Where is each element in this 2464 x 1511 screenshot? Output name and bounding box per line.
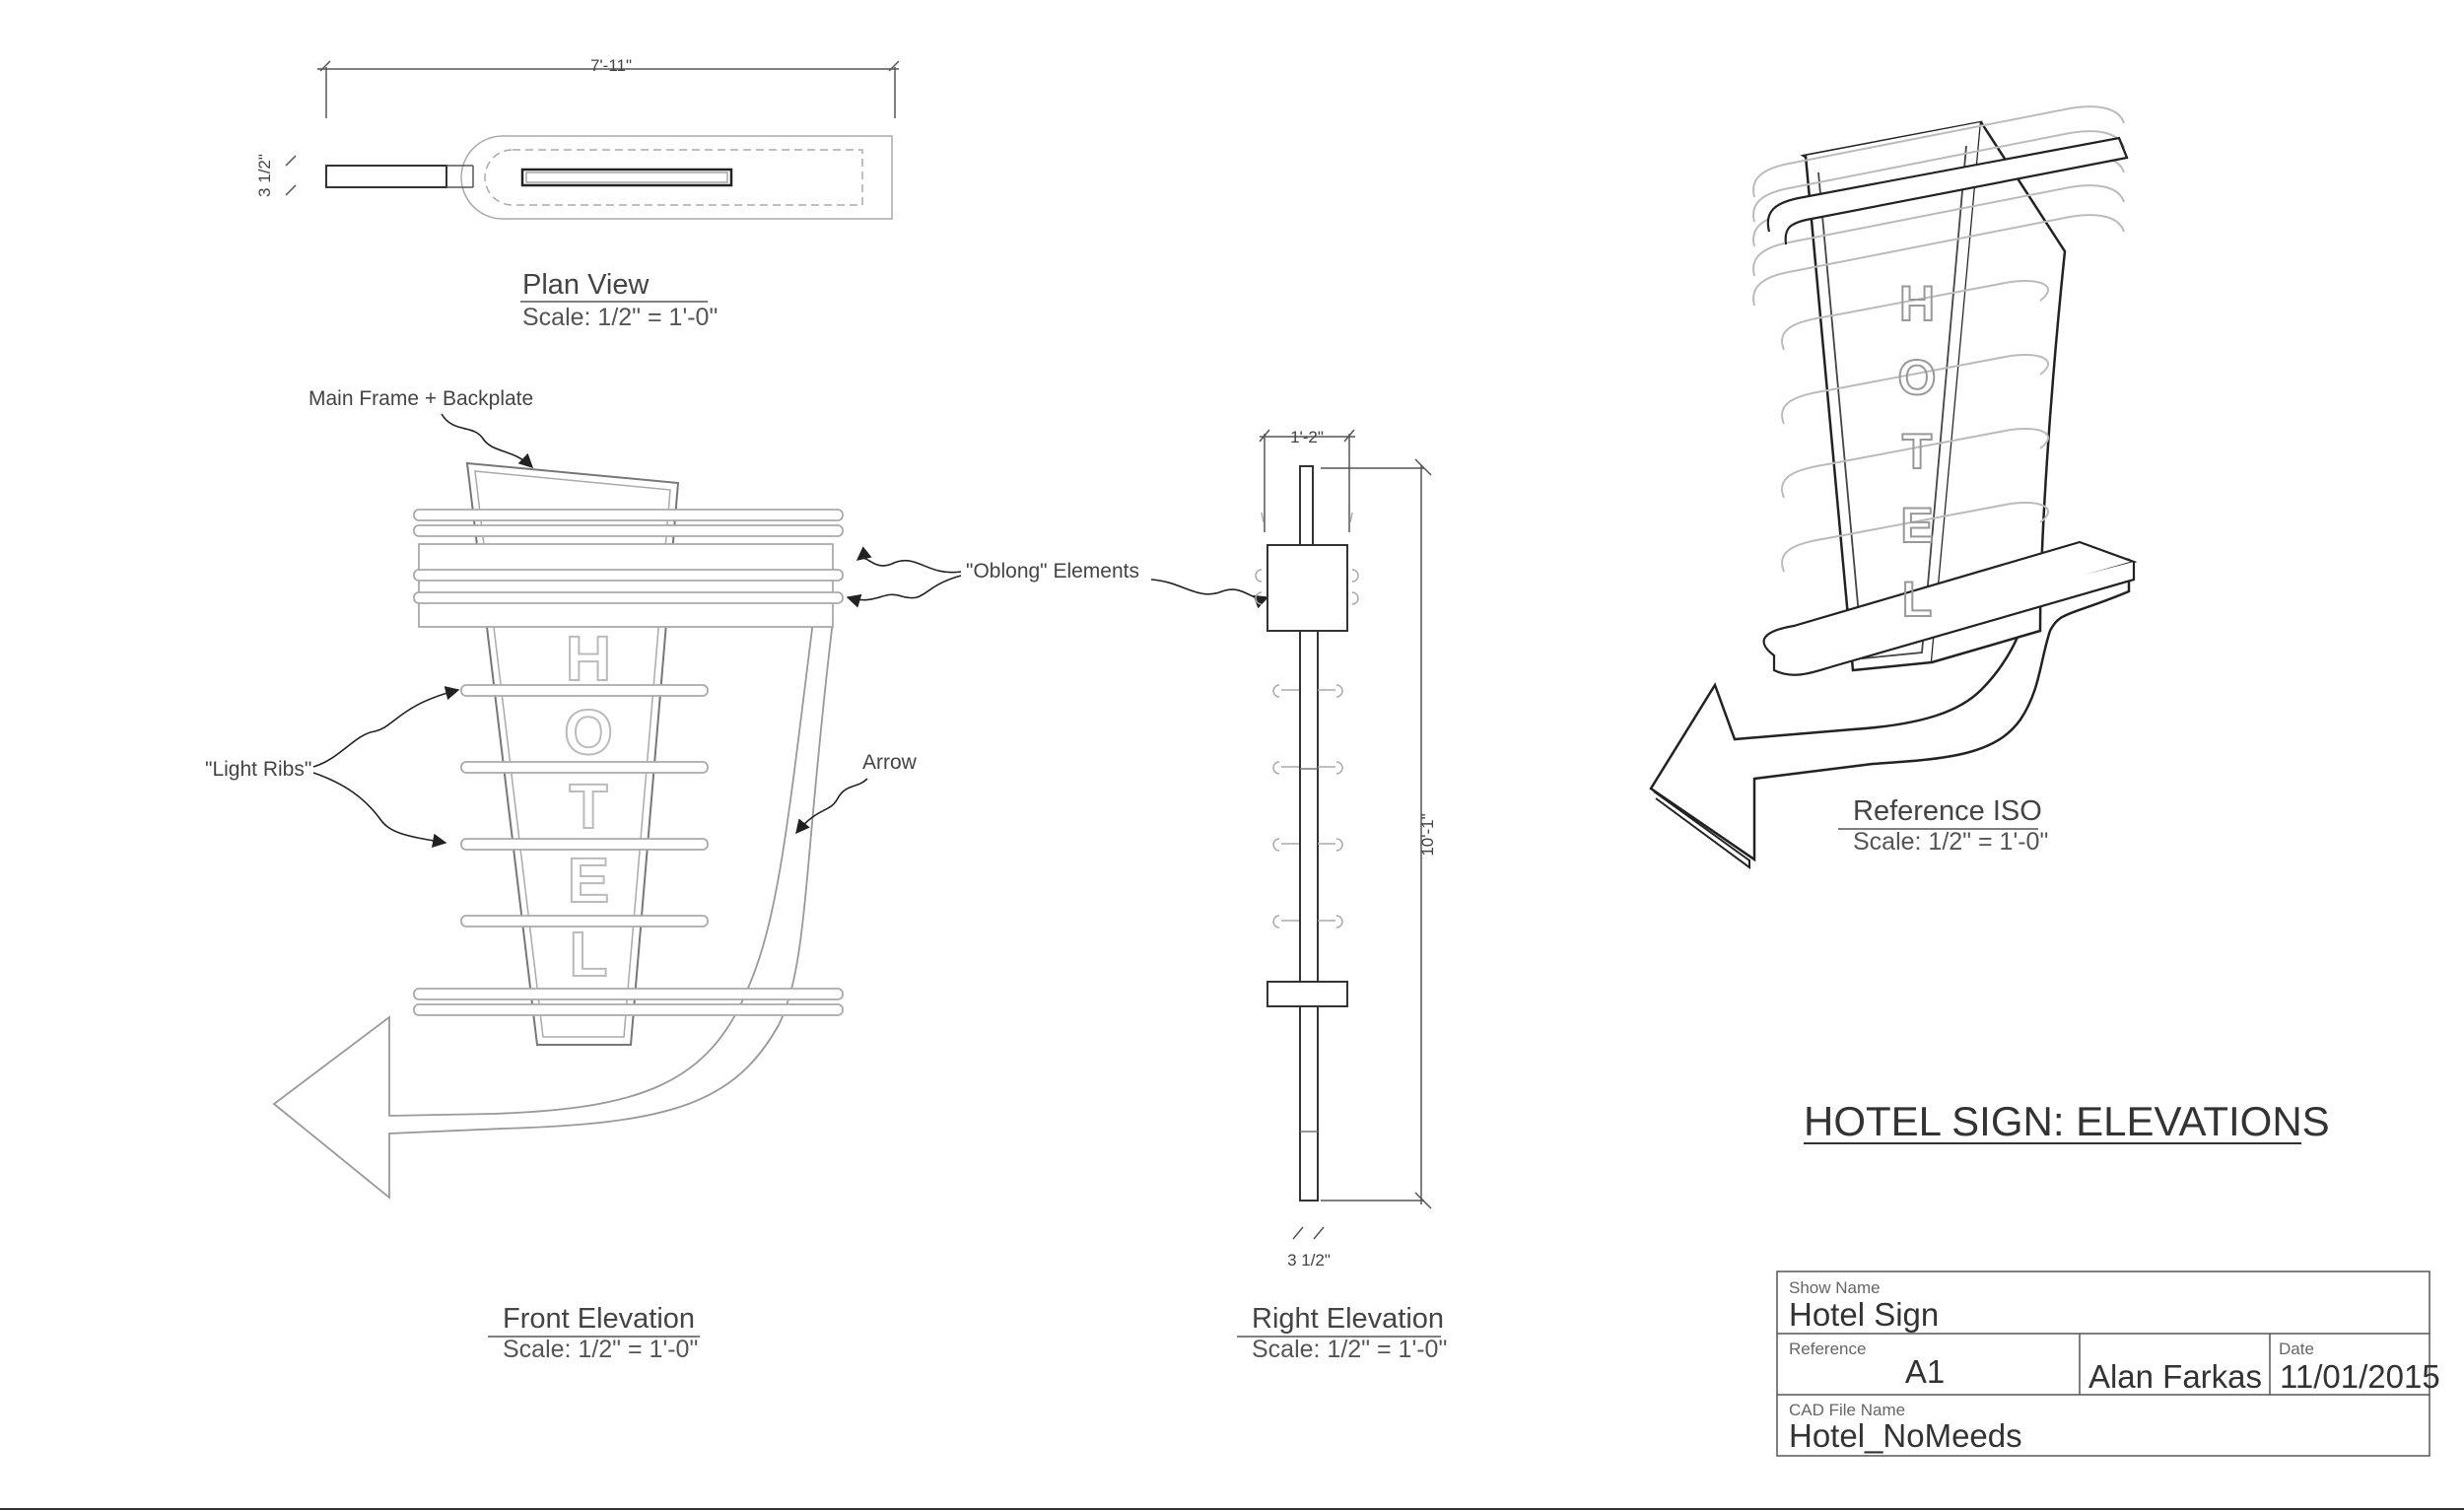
right-elevation-dimension-width xyxy=(1259,429,1355,532)
front-elevation-oblong-elements xyxy=(413,509,844,1016)
iso-sign-letter: O xyxy=(1898,350,1937,405)
iso-sign-letter: T xyxy=(1902,424,1933,479)
front-elevation-light-ribs xyxy=(460,684,709,927)
plan-view: 7'-11" 3 1/2" Plan View Scale: 1/2" = 1'… xyxy=(255,56,900,331)
iso-light-ribs xyxy=(1781,280,2049,573)
plan-view-depth-label: 3 1/2" xyxy=(255,154,274,197)
plan-view-outline xyxy=(325,135,893,220)
title-block: Show Name Hotel Sign Reference A1 Alan F… xyxy=(1776,1271,2440,1457)
show-name-label: Show Name xyxy=(1789,1278,1881,1297)
iso-sign-letter: L xyxy=(1902,572,1933,627)
sign-letter: E xyxy=(568,845,610,916)
date-label: Date xyxy=(2279,1339,2314,1358)
sheet-title: HOTEL SIGN: ELEVATIONS xyxy=(1804,1098,2330,1144)
plan-view-title: Plan View xyxy=(522,269,650,301)
front-elevation-scale: Scale: 1/2" = 1'-0" xyxy=(503,1336,698,1363)
sign-letter: O xyxy=(564,697,613,768)
plan-view-dimension-depth xyxy=(285,155,297,196)
iso-oblong-solid xyxy=(1766,136,2129,245)
right-elevation-width-label: 1'-2" xyxy=(1290,428,1324,446)
right-elevation-title: Right Elevation xyxy=(1252,1303,1444,1335)
callout-main-frame: Main Frame + Backplate xyxy=(308,387,533,410)
callout-light-ribs: "Light Ribs" xyxy=(205,758,311,781)
right-elevation-scale: Scale: 1/2" = 1'-0" xyxy=(1252,1336,1447,1363)
right-elevation: 1'-2" 10'-1" xyxy=(1237,428,1447,1363)
right-elevation-dimension-depth xyxy=(1292,1226,1325,1240)
iso-sign-letters: H O T E L xyxy=(1897,275,1938,628)
date-value: 11/01/2015 xyxy=(2280,1358,2440,1395)
cad-file-label: CAD File Name xyxy=(1789,1401,1905,1419)
callout-oblong-elements: "Oblong" Elements xyxy=(966,560,1139,583)
right-elevation-dimension-height xyxy=(1321,458,1432,1209)
cad-file-value: Hotel_NoMeeds xyxy=(1789,1417,2022,1454)
plan-view-dimension-width xyxy=(317,60,900,118)
plan-view-width-label: 7'-11" xyxy=(590,56,632,75)
callout-arrow: Arrow xyxy=(862,751,918,774)
right-elevation-height-label: 10'-1" xyxy=(1418,813,1437,856)
reference-iso: H O T E L Reference ISO Scale: 1/2" = 1'… xyxy=(1649,105,2138,869)
reference-value: A1 xyxy=(1905,1353,1945,1390)
iso-sign-letter: E xyxy=(1900,498,1933,553)
drafter-name: Alan Farkas xyxy=(2088,1358,2262,1395)
reference-iso-title: Reference ISO xyxy=(1853,795,2042,827)
sign-letter: T xyxy=(569,771,607,842)
plan-view-scale: Scale: 1/2" = 1'-0" xyxy=(522,304,718,331)
reference-iso-scale: Scale: 1/2" = 1'-0" xyxy=(1853,828,2048,856)
iso-sign-letter: H xyxy=(1899,276,1935,331)
right-elevation-profile xyxy=(1266,465,1348,1202)
iso-bottom-oblong xyxy=(1762,540,2138,676)
front-elevation-arrow xyxy=(272,620,835,1200)
front-elevation-sign-letters: H O T E L xyxy=(563,622,614,991)
front-elevation: H O T E L Main Frame + Backplate "Oblong… xyxy=(205,387,1269,1363)
right-elevation-oblong-edges xyxy=(1255,512,1359,928)
sign-letter: H xyxy=(566,623,611,694)
show-name-value: Hotel Sign xyxy=(1789,1296,1939,1333)
reference-label: Reference xyxy=(1789,1339,1866,1358)
right-elevation-depth-label: 3 1/2" xyxy=(1287,1251,1331,1270)
sign-letter: L xyxy=(569,919,607,990)
front-elevation-title: Front Elevation xyxy=(503,1303,695,1335)
